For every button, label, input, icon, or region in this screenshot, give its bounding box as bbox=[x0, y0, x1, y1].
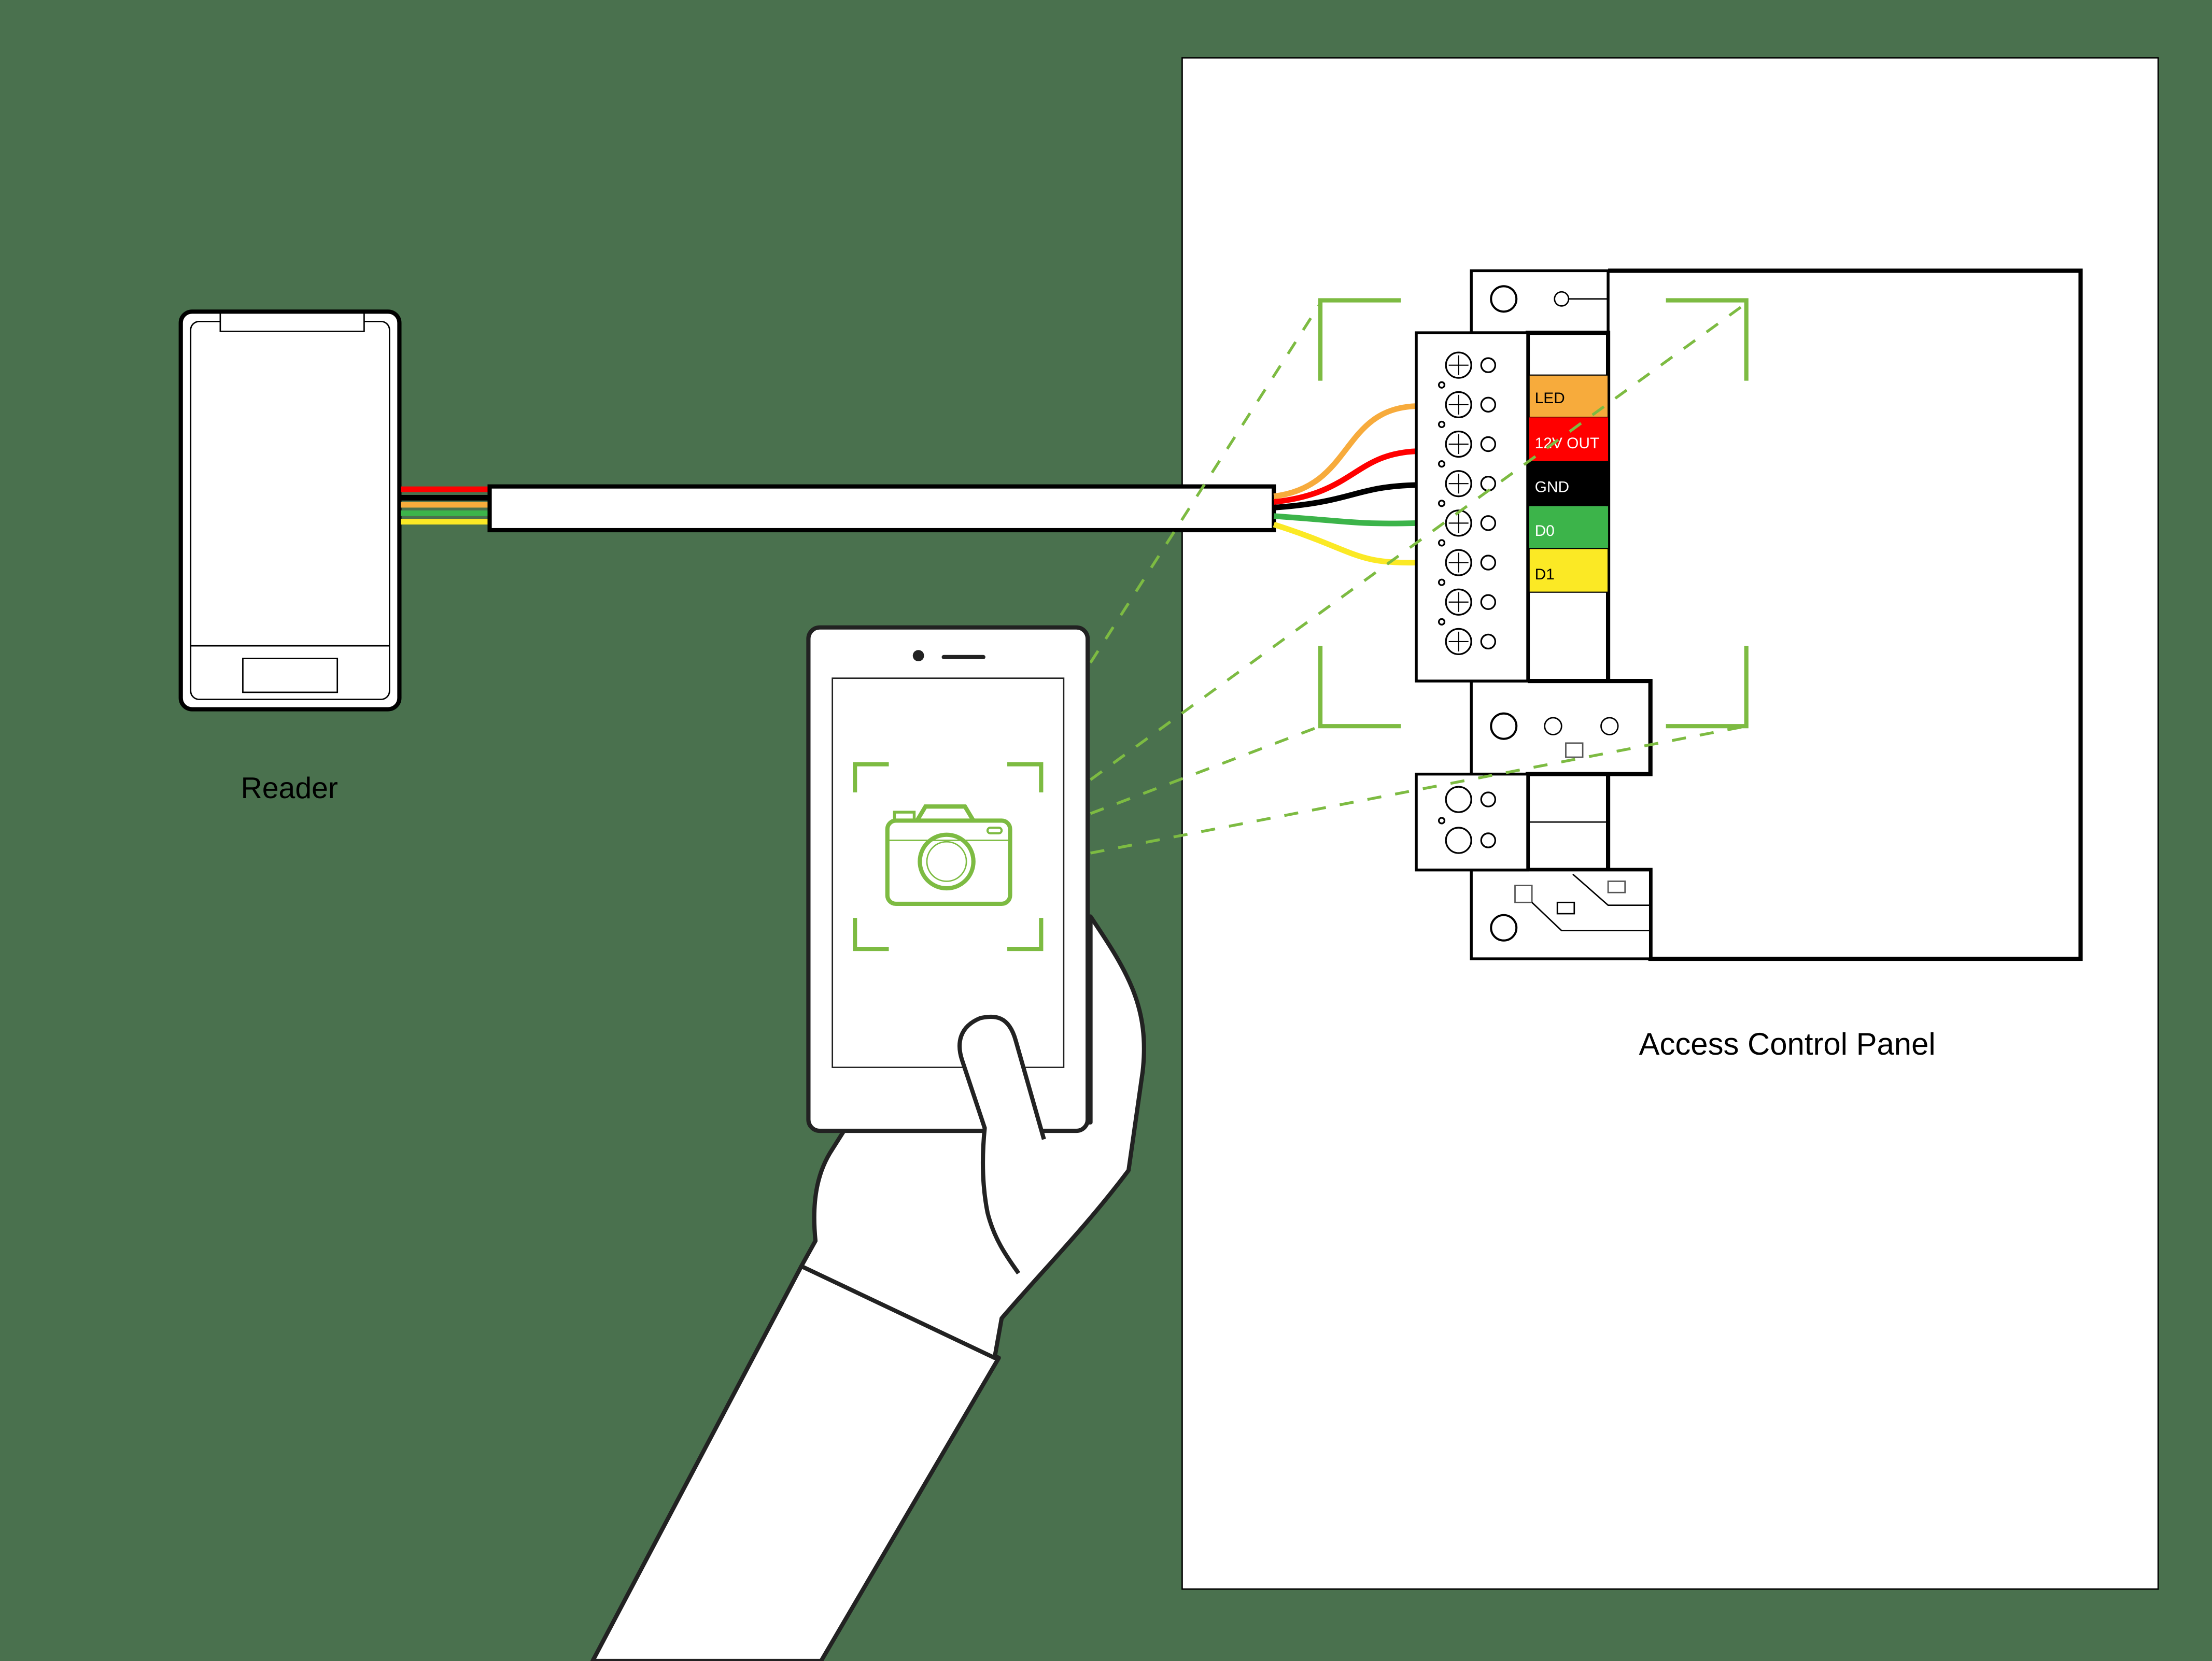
terminal-label-d1: D1 bbox=[1535, 566, 1555, 583]
terminal-labels: LED 12V OUT GND D0 D1 bbox=[1528, 374, 1609, 593]
panel-board bbox=[1470, 268, 2083, 961]
reader-card-slot bbox=[242, 658, 339, 693]
reader-label: Reader bbox=[241, 772, 338, 805]
terminal-d1 bbox=[1528, 548, 1609, 593]
terminal-label-gnd: GND bbox=[1535, 479, 1569, 496]
phone-device bbox=[806, 625, 1090, 1275]
phone-camera-dot bbox=[912, 650, 924, 662]
terminal-label-led: LED bbox=[1535, 390, 1565, 407]
terminal-gnd bbox=[1529, 461, 1609, 506]
cable-sheath bbox=[487, 484, 1276, 533]
reader-device bbox=[178, 309, 402, 712]
panel-scan-frame-icon bbox=[1318, 298, 1749, 729]
camera-sight-lines bbox=[1089, 302, 1748, 855]
reader-wires bbox=[401, 486, 491, 525]
panel-label: Access Control Panel bbox=[1639, 1027, 1936, 1061]
hand bbox=[799, 914, 1146, 1360]
sleeve bbox=[590, 1264, 1001, 1661]
terminal-label-12v: 12V OUT bbox=[1535, 435, 1600, 452]
camera-icon[interactable] bbox=[885, 804, 1012, 906]
thumb bbox=[957, 1014, 1046, 1275]
scan-frame-icon bbox=[853, 762, 1044, 952]
terminal-label-d0: D0 bbox=[1535, 522, 1555, 540]
terminal-12v bbox=[1529, 417, 1609, 461]
terminal-d0 bbox=[1529, 506, 1609, 549]
terminal-block bbox=[1415, 331, 1529, 872]
phone-screen[interactable] bbox=[832, 677, 1065, 1068]
terminal-wires bbox=[1273, 403, 1417, 566]
hand-holding-phone bbox=[590, 914, 1146, 1661]
